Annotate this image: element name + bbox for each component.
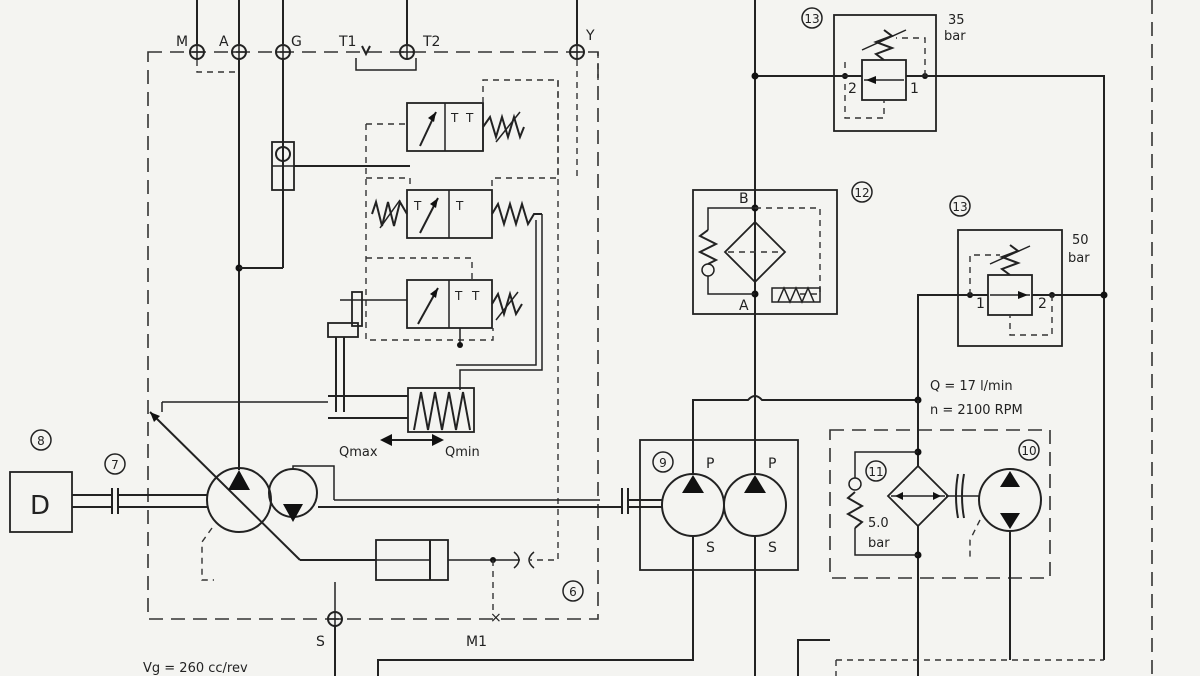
swash-arrow bbox=[149, 411, 301, 561]
drive-motor bbox=[9, 471, 73, 533]
pump-control-enclosure bbox=[147, 51, 599, 620]
svg-text:×: × bbox=[490, 610, 502, 626]
relief-50-value: 50 bbox=[1072, 233, 1089, 248]
port-g-label: G bbox=[291, 34, 302, 50]
main-variable-pump bbox=[201, 467, 272, 581]
badge-12 bbox=[851, 181, 873, 203]
relief-valve-50: 1 2 bbox=[967, 244, 1055, 336]
svg-text:P: P bbox=[706, 456, 714, 472]
control-valve-1: T T bbox=[406, 102, 525, 152]
speed-label: n = 2100 RPM bbox=[930, 403, 1023, 418]
relief-valve-35-enclosure bbox=[833, 14, 937, 132]
vg-label: Vg = 260 cc/rev bbox=[143, 661, 248, 676]
stroking-piston bbox=[327, 291, 475, 433]
port-m-label: M bbox=[176, 34, 188, 50]
shuttle-valve bbox=[271, 141, 410, 196]
servo-cylinder bbox=[300, 539, 535, 581]
svg-text:9: 9 bbox=[659, 456, 667, 470]
drive-motor-label: D bbox=[30, 491, 50, 521]
svg-text:1: 1 bbox=[910, 81, 919, 97]
port-g: G bbox=[275, 0, 302, 60]
cooler-enclosure bbox=[829, 429, 1051, 579]
svg-text:12: 12 bbox=[854, 186, 869, 200]
valve2-t2: T bbox=[455, 199, 464, 213]
flow-label: Q = 17 l/min bbox=[930, 379, 1013, 394]
check-unit: bar bbox=[868, 536, 890, 551]
svg-text:2: 2 bbox=[1038, 296, 1047, 312]
qmax-label: Qmax bbox=[339, 445, 378, 460]
badge-9 bbox=[652, 451, 674, 473]
badge-8 bbox=[30, 429, 52, 451]
bypass-check-valve: 5.0 bar bbox=[845, 451, 918, 556]
svg-text:7: 7 bbox=[111, 458, 119, 472]
port-s-label: S bbox=[316, 634, 325, 650]
qmin-label: Qmin bbox=[445, 445, 480, 460]
relief-35-unit: bar bbox=[944, 29, 966, 44]
badge-13-mid bbox=[949, 195, 971, 217]
svg-text:S: S bbox=[768, 540, 777, 556]
badge-7 bbox=[104, 453, 126, 475]
port-t1-label: T1 bbox=[338, 34, 356, 50]
return-filter: B A bbox=[697, 191, 821, 314]
svg-text:6: 6 bbox=[569, 585, 577, 599]
relief-valve-50-enclosure bbox=[957, 229, 1063, 347]
check-value: 5.0 bbox=[868, 516, 889, 531]
port-m: M bbox=[176, 0, 205, 60]
port-y-label: Y bbox=[585, 28, 595, 44]
cooler-fan bbox=[946, 473, 980, 519]
port-t2-label: T2 bbox=[422, 34, 440, 50]
svg-text:B: B bbox=[739, 191, 749, 207]
displacement-arrow: Qmax Qmin bbox=[339, 434, 480, 460]
svg-text:8: 8 bbox=[37, 434, 45, 448]
badge-11 bbox=[865, 460, 887, 482]
relief-valve-35: 2 1 bbox=[842, 29, 928, 119]
relief-50-unit: bar bbox=[1068, 251, 1090, 266]
badge-6 bbox=[562, 580, 584, 602]
shaft-coupling bbox=[72, 488, 208, 514]
svg-text:11: 11 bbox=[868, 465, 883, 479]
port-m1-label: M1 bbox=[466, 634, 487, 650]
port-a: A bbox=[219, 0, 247, 60]
oil-cooler bbox=[886, 400, 950, 676]
charge-pump bbox=[268, 465, 600, 522]
control-valve-3: T T bbox=[406, 279, 523, 329]
port-t2: T2 bbox=[399, 0, 440, 60]
badge-13-top bbox=[801, 7, 823, 29]
valve1-t1: T bbox=[450, 111, 459, 125]
port-s: S bbox=[316, 582, 343, 676]
svg-text:13: 13 bbox=[804, 12, 819, 26]
badge-10 bbox=[1018, 439, 1040, 461]
port-y: Y bbox=[569, 0, 595, 60]
valve1-t2: T bbox=[465, 111, 474, 125]
svg-text:13: 13 bbox=[952, 200, 967, 214]
svg-text:P: P bbox=[768, 456, 776, 472]
valve3-t2: T bbox=[471, 289, 480, 303]
svg-text:1: 1 bbox=[976, 296, 985, 312]
valve3-t1: T bbox=[454, 289, 463, 303]
valve2-t1: T bbox=[413, 199, 422, 213]
port-t1: T1 bbox=[338, 34, 417, 71]
control-valve-2: T T bbox=[371, 189, 542, 239]
relief-35-value: 35 bbox=[948, 13, 965, 28]
m-a-pilot bbox=[196, 60, 239, 73]
svg-text:S: S bbox=[706, 540, 715, 556]
svg-text:A: A bbox=[739, 298, 749, 314]
svg-text:2: 2 bbox=[848, 81, 857, 97]
fan-motor bbox=[969, 468, 1042, 660]
svg-text:10: 10 bbox=[1021, 444, 1036, 458]
tandem-pump-enclosure bbox=[639, 439, 799, 571]
port-a-label: A bbox=[219, 34, 229, 50]
filter-assembly bbox=[692, 189, 838, 315]
